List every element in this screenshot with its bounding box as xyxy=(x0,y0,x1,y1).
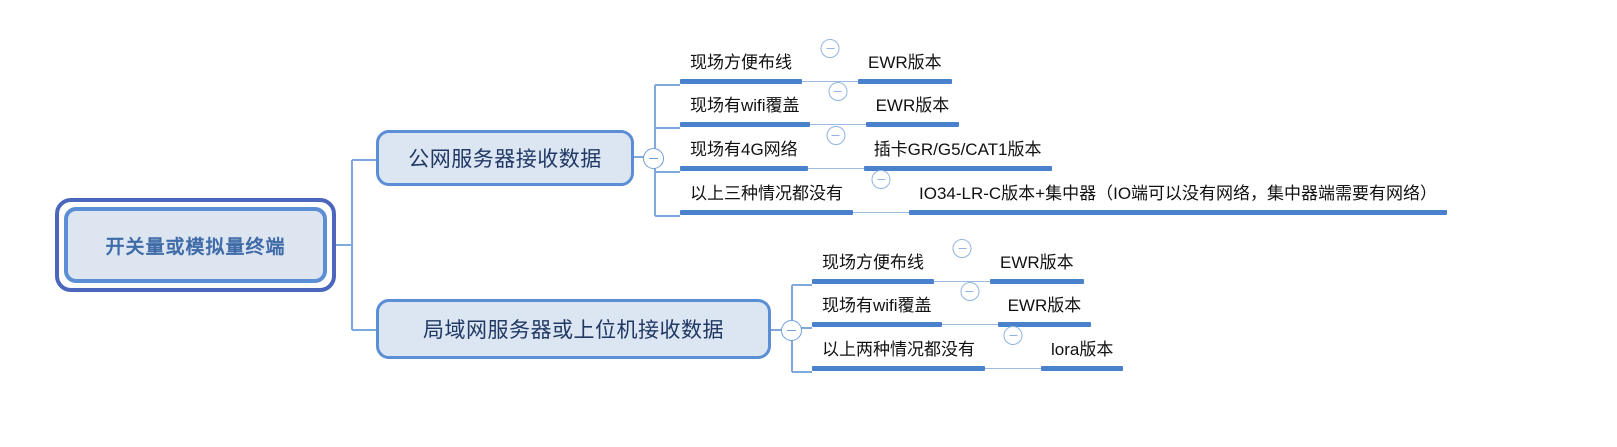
leaf-condition: 现场方便布线 xyxy=(812,250,934,284)
leaf-condition: 以上两种情况都没有 xyxy=(812,337,985,371)
leaf-underline xyxy=(1041,366,1124,371)
leaf-condition-label: 现场有4G网络 xyxy=(690,140,798,159)
leaf-condition: 现场有4G网络 xyxy=(680,137,808,171)
minus-circle-icon[interactable] xyxy=(643,148,664,169)
leaf-condition-label: 现场方便布线 xyxy=(822,253,924,272)
minus-circle-icon[interactable] xyxy=(871,170,891,189)
leaf-result-label: EWR版本 xyxy=(1000,253,1074,272)
leaf-connector xyxy=(802,39,858,84)
leaf-underline xyxy=(865,122,960,127)
minus-circle-icon[interactable] xyxy=(828,82,848,101)
leaf-connector xyxy=(985,326,1041,371)
leaf-connector xyxy=(808,126,864,171)
leaf-result: EWR版本 xyxy=(865,93,960,127)
leaf-condition-label: 现场有wifi覆盖 xyxy=(690,96,800,115)
leaf-thin-line xyxy=(942,322,998,327)
leaf-underline xyxy=(680,122,810,127)
leaf-row[interactable]: 现场有wifi覆盖 EWR版本 xyxy=(812,282,1092,327)
leaf-underline xyxy=(990,279,1084,284)
minus-circle-icon[interactable] xyxy=(820,39,840,58)
leaf-condition: 现场方便布线 xyxy=(680,50,802,84)
leaf-result-label: 插卡GR/G5/CAT1版本 xyxy=(873,140,1042,159)
leaf-row[interactable]: 现场方便布线 EWR版本 xyxy=(812,239,1084,284)
leaf-result-label: lora版本 xyxy=(1051,340,1114,359)
minus-circle-icon[interactable] xyxy=(781,320,802,341)
leaf-result: EWR版本 xyxy=(858,50,952,84)
root-node-label: 开关量或模拟量终端 xyxy=(105,236,286,258)
branch-node-lan-server[interactable]: 局域网服务器或上位机接收数据 xyxy=(376,299,771,359)
leaf-thin-line xyxy=(934,279,990,284)
leaf-underline xyxy=(863,166,1052,171)
leaf-condition-label: 以上两种情况都没有 xyxy=(822,340,975,359)
leaf-result-label: IO34-LR-C版本+集中器（IO端可以没有网络，集中器端需要有网络） xyxy=(919,184,1438,203)
root-node-inner: 开关量或模拟量终端 xyxy=(64,207,327,283)
leaf-thin-line xyxy=(808,166,864,171)
leaf-result: EWR版本 xyxy=(997,293,1092,327)
leaf-condition-label: 以上三种情况都没有 xyxy=(690,184,843,203)
branch-node-label: 局域网服务器或上位机接收数据 xyxy=(423,319,724,342)
leaf-thin-line xyxy=(853,210,909,215)
leaf-result: IO34-LR-C版本+集中器（IO端可以没有网络，集中器端需要有网络） xyxy=(909,181,1448,215)
leaf-connector xyxy=(810,82,866,127)
minus-circle-icon[interactable] xyxy=(826,126,846,145)
branch-node-public-server[interactable]: 公网服务器接收数据 xyxy=(376,130,634,186)
leaf-underline xyxy=(858,79,952,84)
leaf-underline xyxy=(997,322,1092,327)
leaf-underline xyxy=(812,322,942,327)
minus-circle-icon[interactable] xyxy=(1003,326,1023,345)
leaf-connector xyxy=(934,239,990,284)
leaf-condition: 现场有wifi覆盖 xyxy=(812,293,942,327)
leaf-thin-line xyxy=(985,366,1041,371)
leaf-result-label: EWR版本 xyxy=(868,53,942,72)
leaf-row[interactable]: 以上两种情况都没有 lora版本 xyxy=(812,326,1124,371)
leaf-underline xyxy=(680,166,808,171)
leaf-thin-line xyxy=(802,79,858,84)
leaf-row[interactable]: 现场有wifi覆盖 EWR版本 xyxy=(680,82,960,127)
leaf-result: 插卡GR/G5/CAT1版本 xyxy=(863,137,1052,171)
leaf-row[interactable]: 以上三种情况都没有 IO34-LR-C版本+集中器（IO端可以没有网络，集中器端… xyxy=(680,170,1448,215)
leaf-row[interactable]: 现场方便布线 EWR版本 xyxy=(680,39,952,84)
leaf-connector xyxy=(942,282,998,327)
root-node[interactable]: 开关量或模拟量终端 xyxy=(55,198,336,292)
leaf-result: EWR版本 xyxy=(990,250,1084,284)
leaf-condition-label: 现场有wifi覆盖 xyxy=(822,296,932,315)
leaf-condition: 现场有wifi覆盖 xyxy=(680,93,810,127)
leaf-condition-label: 现场方便布线 xyxy=(690,53,792,72)
minus-circle-icon[interactable] xyxy=(952,239,972,258)
leaf-connector xyxy=(853,170,909,215)
minus-circle-icon[interactable] xyxy=(960,282,980,301)
leaf-result: lora版本 xyxy=(1041,337,1124,371)
leaf-result-label: EWR版本 xyxy=(875,96,950,115)
leaf-row[interactable]: 现场有4G网络 插卡GR/G5/CAT1版本 xyxy=(680,126,1052,171)
leaf-condition: 以上三种情况都没有 xyxy=(680,181,853,215)
leaf-underline xyxy=(909,210,1448,215)
leaf-result-label: EWR版本 xyxy=(1007,296,1082,315)
leaf-underline xyxy=(812,279,934,284)
leaf-underline xyxy=(680,210,853,215)
leaf-underline xyxy=(812,366,985,371)
leaf-underline xyxy=(680,79,802,84)
branch-node-label: 公网服务器接收数据 xyxy=(408,148,602,171)
